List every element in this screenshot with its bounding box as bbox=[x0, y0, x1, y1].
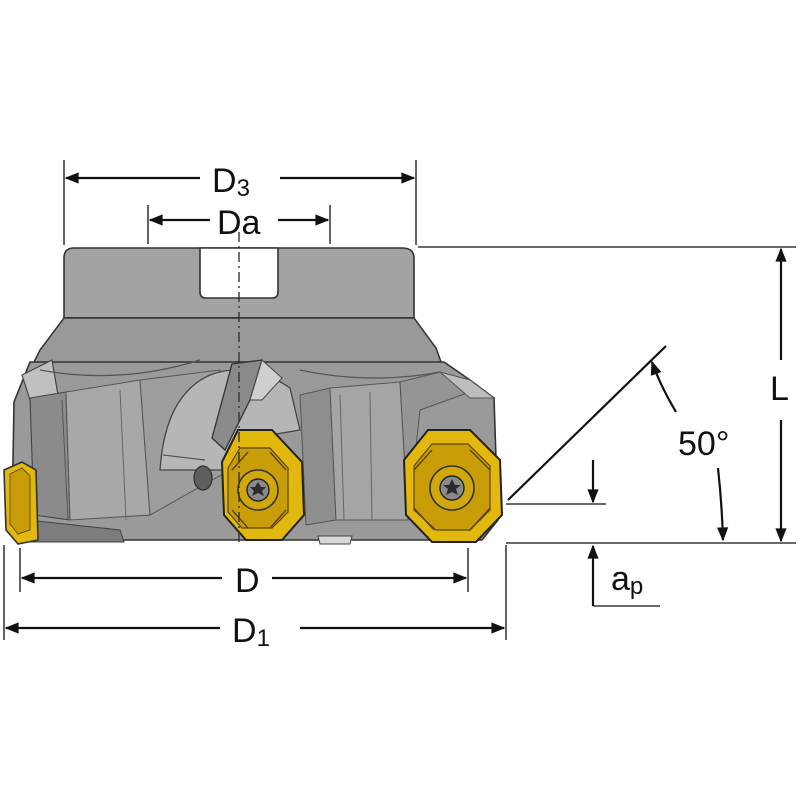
dimension-d: D bbox=[19, 548, 469, 600]
dimension-da: Da bbox=[147, 204, 331, 244]
dimension-d3: D3 bbox=[63, 160, 417, 245]
dimension-l: L bbox=[418, 246, 796, 544]
ap-label: ap bbox=[611, 560, 643, 600]
l-label: L bbox=[770, 370, 789, 408]
insert-right bbox=[402, 429, 504, 543]
dimension-ap: ap bbox=[587, 460, 660, 607]
insert-left bbox=[3, 461, 39, 545]
dimension-angle: 50° bbox=[506, 345, 729, 542]
da-label: Da bbox=[217, 204, 261, 242]
dimension-d1: D1 bbox=[3, 545, 507, 652]
insert-screw-icon bbox=[439, 475, 465, 501]
angle-label: 50° bbox=[678, 425, 729, 463]
coolant-hole bbox=[193, 465, 213, 491]
insert-center bbox=[220, 429, 306, 541]
d3-label: D3 bbox=[212, 162, 250, 202]
insert-screw-icon bbox=[246, 478, 270, 502]
d1-label: D1 bbox=[232, 612, 270, 652]
d-label: D bbox=[235, 562, 260, 600]
